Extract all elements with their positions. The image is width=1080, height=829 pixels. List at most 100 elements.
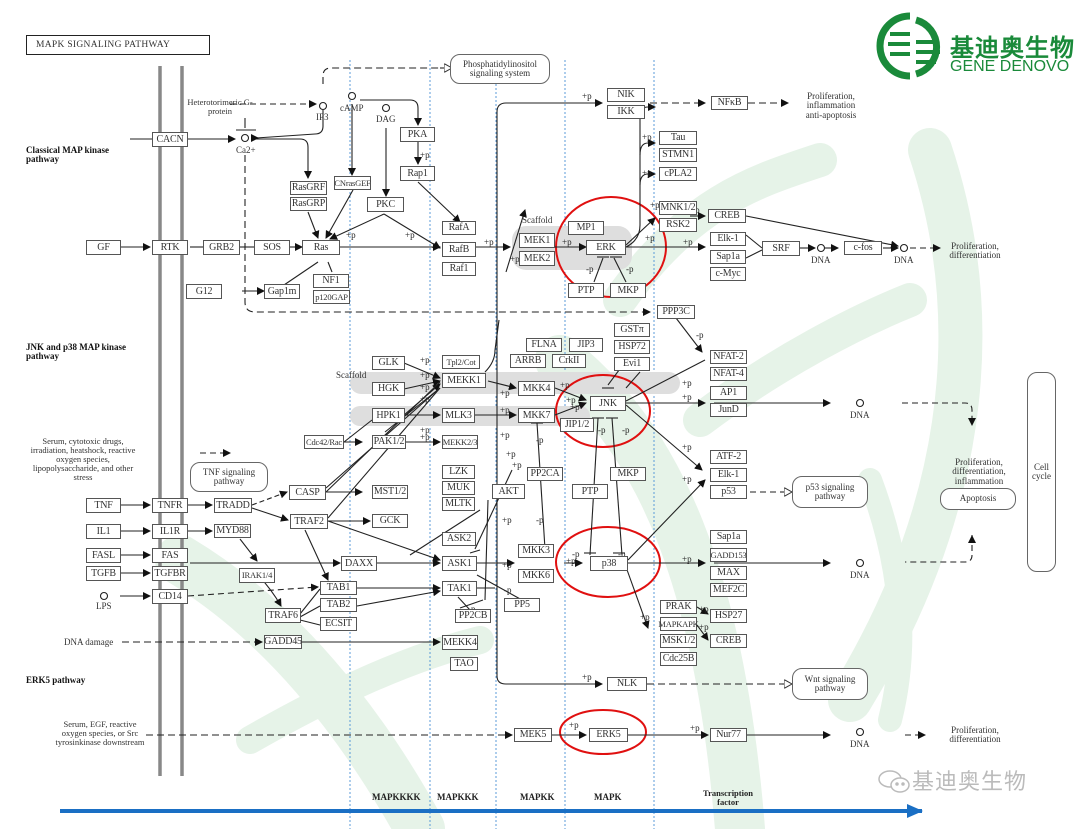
gene-node-ikk[interactable]: IKK xyxy=(607,105,645,119)
gene-node-sos[interactable]: SOS xyxy=(254,240,290,255)
gene-node-mek2[interactable]: MEK2 xyxy=(519,251,555,266)
gene-node-rsk2[interactable]: RSK2 xyxy=(659,218,697,232)
gene-node-mekk23[interactable]: MEKK2/3 xyxy=(442,435,478,449)
gene-node-evi1[interactable]: Evi1 xyxy=(614,357,650,371)
pathway-tnf[interactable]: TNF signaling pathway xyxy=(190,462,268,492)
gene-node-mnk12[interactable]: MNK1/2 xyxy=(659,201,697,215)
gene-node-pp5[interactable]: PP5 xyxy=(504,598,540,612)
gene-node-elk1b[interactable]: Elk-1 xyxy=(710,468,747,482)
gene-node-rafa[interactable]: RafA xyxy=(442,221,476,235)
gene-node-crkii[interactable]: CrkII xyxy=(552,354,586,368)
gene-node-mek1[interactable]: MEK1 xyxy=(519,233,555,248)
gene-node-gadd45[interactable]: GADD45 xyxy=(264,635,302,649)
gene-node-jund[interactable]: JunD xyxy=(710,403,747,417)
gene-node-cfos[interactable]: c-fos xyxy=(844,241,882,255)
gene-node-ask1[interactable]: ASK1 xyxy=(442,556,477,571)
gene-node-ask2[interactable]: ASK2 xyxy=(442,532,476,546)
gene-node-mek5[interactable]: MEK5 xyxy=(514,728,552,742)
pathway-wnt[interactable]: Wnt signaling pathway xyxy=(792,668,868,700)
gene-node-prak[interactable]: PRAK xyxy=(660,600,697,614)
gene-node-pkc[interactable]: PKC xyxy=(367,197,404,212)
gene-node-tab1[interactable]: TAB1 xyxy=(320,581,357,595)
gene-node-tau[interactable]: Tau xyxy=(659,131,697,145)
pathway-p53[interactable]: p53 signaling pathway xyxy=(792,476,868,508)
gene-node-erk[interactable]: ERK xyxy=(586,240,626,255)
gene-node-rasgrp[interactable]: RasGRP xyxy=(290,197,327,211)
gene-node-mkk4[interactable]: MKK4 xyxy=(518,381,555,396)
gene-node-mp1[interactable]: MP1 xyxy=(568,221,604,235)
gene-node-tnfr[interactable]: TNFR xyxy=(152,498,188,513)
gene-node-mekk4[interactable]: MEKK4 xyxy=(442,635,478,650)
gene-node-hsp27[interactable]: HSP27 xyxy=(710,609,747,623)
gene-node-traf6[interactable]: TRAF6 xyxy=(265,608,301,623)
gene-node-il1r[interactable]: IL1R xyxy=(152,524,188,539)
gene-node-rtk[interactable]: RTK xyxy=(152,240,188,255)
gene-node-sap1a2[interactable]: Sap1a xyxy=(710,530,747,544)
gene-node-gf[interactable]: GF xyxy=(86,240,121,255)
gene-node-hpk1[interactable]: HPK1 xyxy=(372,408,405,423)
gene-node-ras[interactable]: Ras xyxy=(302,240,340,255)
gene-node-gadd153[interactable]: GADD153 xyxy=(710,548,747,562)
gene-node-fasl[interactable]: FASL xyxy=(86,548,121,563)
gene-node-rasgrf[interactable]: RasGRF xyxy=(290,181,327,195)
gene-node-il1[interactable]: IL1 xyxy=(86,524,121,539)
gene-node-daxx[interactable]: DAXX xyxy=(341,556,377,571)
gene-node-mlk3[interactable]: MLK3 xyxy=(442,408,475,423)
gene-node-hsp72[interactable]: HSP72 xyxy=(614,340,650,354)
gene-node-pka[interactable]: PKA xyxy=(400,127,435,142)
gene-node-creb1[interactable]: CREB xyxy=(708,209,746,223)
gene-node-gstpi[interactable]: GSTπ xyxy=(614,323,650,337)
gene-node-mst12[interactable]: MST1/2 xyxy=(372,485,408,499)
gene-node-jip3[interactable]: JIP3 xyxy=(569,338,603,352)
gene-node-ecsit[interactable]: ECSIT xyxy=(320,617,357,631)
gene-node-p38[interactable]: p38 xyxy=(590,556,628,571)
gene-node-pp2ca[interactable]: PP2CA xyxy=(527,467,563,481)
gene-node-erk5[interactable]: ERK5 xyxy=(589,728,628,742)
gene-node-nfkb[interactable]: NFκB xyxy=(711,96,748,110)
gene-node-flna[interactable]: FLNA xyxy=(526,338,562,352)
gene-node-tpl2cot[interactable]: Tpl2/Cot xyxy=(442,355,480,369)
gene-node-myd88[interactable]: MYD88 xyxy=(214,524,251,538)
gene-node-gap1m[interactable]: Gap1m xyxy=(264,284,300,299)
gene-node-jnk[interactable]: JNK xyxy=(590,396,626,411)
gene-node-ptp2[interactable]: PTP xyxy=(572,484,608,499)
gene-node-sap1a1[interactable]: Sap1a xyxy=(710,250,746,264)
gene-node-akt[interactable]: AKT xyxy=(492,484,525,499)
gene-node-tab2[interactable]: TAB2 xyxy=(320,598,357,612)
gene-node-cpla2[interactable]: cPLA2 xyxy=(659,167,697,181)
pathway-cell-cycle[interactable]: Cell cycle xyxy=(1027,372,1056,572)
gene-node-creb2[interactable]: CREB xyxy=(710,634,747,648)
gene-node-ppp3c[interactable]: PPP3C xyxy=(657,305,695,319)
gene-node-mkk3[interactable]: MKK3 xyxy=(518,544,554,558)
gene-node-tak1[interactable]: TAK1 xyxy=(442,581,477,596)
gene-node-fas[interactable]: FAS xyxy=(152,548,188,563)
gene-node-mkp2[interactable]: MKP xyxy=(610,467,646,481)
gene-node-tgfb[interactable]: TGFB xyxy=(86,566,121,581)
gene-node-arrb[interactable]: ARRB xyxy=(510,354,546,368)
gene-node-tao[interactable]: TAO xyxy=(450,657,478,671)
pathway-phosphatidylinositol[interactable]: Phosphatidylinositol signaling system xyxy=(450,54,550,84)
gene-node-nfat4[interactable]: NFAT-4 xyxy=(710,367,747,381)
gene-node-p53[interactable]: p53 xyxy=(710,485,747,499)
gene-node-srf[interactable]: SRF xyxy=(762,241,800,256)
gene-node-cdc25b[interactable]: Cdc25B xyxy=(660,652,697,666)
gene-node-hgk[interactable]: HGK xyxy=(372,382,405,396)
gene-node-nik[interactable]: NIK xyxy=(607,88,645,102)
gene-node-muk[interactable]: MUK xyxy=(442,481,475,495)
gene-node-mef2c[interactable]: MEF2C xyxy=(710,583,747,597)
gene-node-cnrasgef[interactable]: CNrasGEF xyxy=(334,176,371,190)
gene-node-nf1[interactable]: NF1 xyxy=(313,274,349,288)
gene-node-cdc42rac[interactable]: Cdc42/Rac xyxy=(304,435,344,449)
gene-node-stmn1[interactable]: STMN1 xyxy=(659,148,697,162)
gene-node-glk[interactable]: GLK xyxy=(372,356,405,370)
gene-node-g12[interactable]: G12 xyxy=(186,284,222,299)
gene-node-raf1[interactable]: Raf1 xyxy=(442,262,476,276)
gene-node-cacn[interactable]: CACN xyxy=(152,132,188,147)
gene-node-jip12[interactable]: JIP1/2 xyxy=(560,418,594,432)
gene-node-irak14[interactable]: IRAK1/4 xyxy=(239,568,275,583)
pathway-apoptosis[interactable]: Apoptosis xyxy=(940,488,1016,510)
gene-node-atf2[interactable]: ATF-2 xyxy=(710,450,747,464)
gene-node-mltk[interactable]: MLTK xyxy=(442,497,475,511)
gene-node-mkk6[interactable]: MKK6 xyxy=(518,569,554,583)
gene-node-cd14[interactable]: CD14 xyxy=(152,589,188,604)
